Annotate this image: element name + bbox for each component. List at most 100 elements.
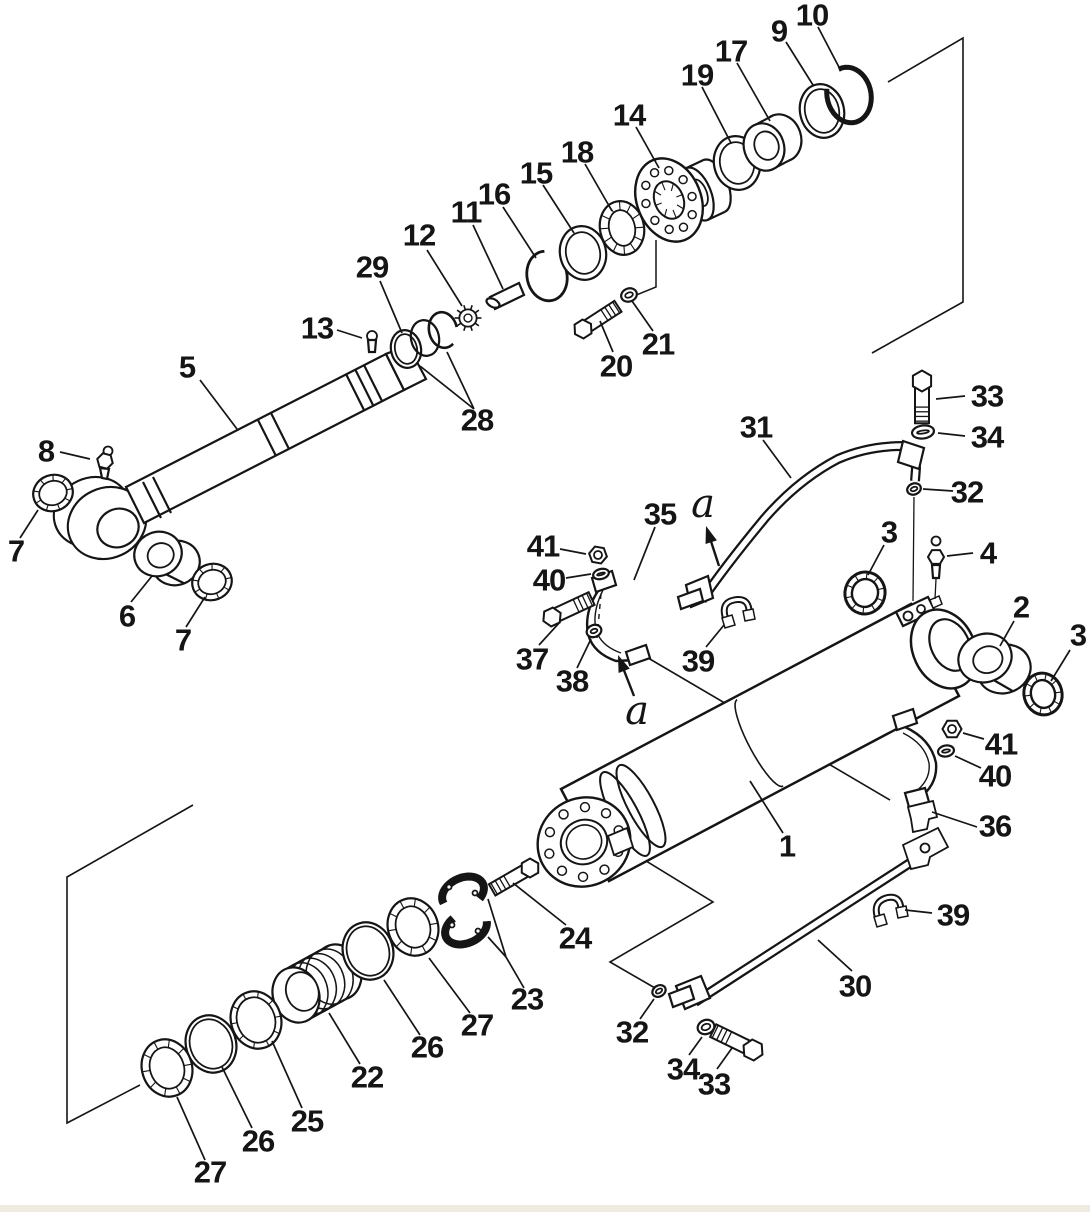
fitting-4-hex xyxy=(926,549,946,565)
bolt-20-thread xyxy=(600,309,609,321)
bearing-18-tick xyxy=(632,213,641,220)
bolt-37-thread xyxy=(581,594,589,609)
leader-line-17 xyxy=(419,365,475,410)
ring-27-left-tick xyxy=(183,1063,192,1067)
lock-washer-12-tooth xyxy=(469,325,473,332)
rod-thread-3 xyxy=(363,364,383,402)
part-label-9-1: 9 xyxy=(771,14,788,49)
leader-line-47 xyxy=(271,1040,303,1109)
leader-line-8 xyxy=(472,224,504,290)
leader-line-3 xyxy=(701,86,732,144)
section-arrow-a-top-head xyxy=(705,526,717,545)
flange-14-hole xyxy=(649,168,660,178)
part-label-7-14: 7 xyxy=(8,534,24,569)
ring-3-top-tick xyxy=(865,572,868,580)
snap-ring-16 xyxy=(525,249,569,303)
washer-21-inner xyxy=(624,291,634,299)
clamp-39-bottom-end-1 xyxy=(873,913,888,928)
seal-ring-7-right-tick xyxy=(216,592,220,599)
bearing-18-tick xyxy=(603,236,612,243)
ring-26-right-inner xyxy=(345,925,391,977)
rod-neck-line-2 xyxy=(152,476,172,514)
seal-ring-7-left-inner xyxy=(38,479,68,507)
part-label-40-27: 40 xyxy=(533,563,565,598)
leader-line-5 xyxy=(584,163,613,212)
bottom-flange-hole xyxy=(544,826,556,838)
ring-27-left-tick xyxy=(167,1039,170,1048)
part-label-10-0: 10 xyxy=(796,0,828,33)
ring-3-top-tick xyxy=(846,584,854,589)
washer-40-bottom-inner xyxy=(941,748,951,754)
part-label-32-23: 32 xyxy=(951,475,983,510)
seal-ring-7-left-tick xyxy=(66,488,73,491)
seal-ring-7-left-tick xyxy=(61,477,67,484)
flange-14-thread xyxy=(676,194,683,198)
bearing-18-tick xyxy=(635,226,645,229)
bolt-33-bottom-thread xyxy=(724,1031,733,1045)
leader-line-38 xyxy=(931,811,978,828)
leader-line-49 xyxy=(176,1096,206,1161)
leader-line-1 xyxy=(785,41,814,86)
part-label-7-16: 7 xyxy=(175,623,191,658)
ring-3-top-tick xyxy=(851,603,857,610)
ring-25-tick xyxy=(242,993,247,1000)
clamp-39-bottom-fill xyxy=(874,895,903,922)
ring-32-top-inner xyxy=(909,485,919,493)
bolt-33-top-shaft xyxy=(914,386,930,425)
panel-top-right xyxy=(871,36,964,354)
ring-25-inner xyxy=(235,996,277,1044)
leader-line-29 xyxy=(565,573,592,579)
part-label-41-36: 41 xyxy=(985,727,1018,762)
bushing-17-bore xyxy=(753,130,780,161)
bolt-33-bottom-head xyxy=(742,1038,764,1062)
leader-line-23 xyxy=(922,488,954,492)
seal-ring-7-left-tick xyxy=(45,504,49,511)
snap-ring-28b xyxy=(427,310,458,350)
ring-27-right-tick xyxy=(421,945,427,954)
leader-line-36 xyxy=(954,755,982,769)
ring-25-tick xyxy=(238,1035,244,1041)
seal-ring-7-left-tick xyxy=(33,490,40,493)
band-clamp-36-inner xyxy=(902,732,930,793)
collar-23-upper-hole-1 xyxy=(445,883,453,891)
ring-27-left-tick xyxy=(143,1053,152,1059)
ring-27-right-tick xyxy=(410,947,413,956)
ring-27-left-tick xyxy=(177,1047,185,1055)
flange-14-mount-line xyxy=(633,240,657,297)
gland-port-1 xyxy=(902,610,914,622)
part-label-25-47: 25 xyxy=(291,1104,324,1139)
flange-14-hole xyxy=(664,165,674,176)
ring-27-left-tick xyxy=(175,1086,181,1095)
leader-line-35 xyxy=(962,732,985,740)
part-label-34-51: 34 xyxy=(667,1052,701,1087)
bolt-37-thread xyxy=(577,597,585,611)
ring-3-top-tick xyxy=(873,576,879,583)
tube-30-fill xyxy=(693,858,915,1005)
seal-ring-7-left-tick xyxy=(35,499,42,504)
part-label-20-18: 20 xyxy=(600,349,632,384)
fitting-4-stem xyxy=(930,563,942,580)
scan-edge-strip xyxy=(0,1205,1090,1212)
leader-line-33 xyxy=(999,620,1015,647)
lock-washer-12-tooth xyxy=(456,309,462,314)
part-label-4-29: 4 xyxy=(980,536,998,571)
leader-line-21 xyxy=(935,395,966,400)
bolt-33-bottom-thread xyxy=(711,1025,719,1039)
ring-26-left-inner xyxy=(188,1018,234,1070)
ring-3-right-tick xyxy=(1024,694,1032,697)
rod-thread-1 xyxy=(345,373,365,411)
part-label-27-49: 27 xyxy=(194,1155,226,1190)
snap-ring-10 xyxy=(824,64,874,126)
lock-washer-12-tooth xyxy=(474,309,480,314)
lock-washer-12-tooth xyxy=(463,304,467,311)
leader-line-41 xyxy=(512,882,567,926)
piston-rod-body xyxy=(124,352,406,525)
ring-3-right-tick xyxy=(1053,700,1061,706)
leader-line-6 xyxy=(542,184,575,234)
leader-line-37 xyxy=(749,780,784,834)
bolt-37-thread xyxy=(585,592,594,607)
part-label-41-26: 41 xyxy=(527,529,560,564)
rod-seam-1 xyxy=(257,419,277,457)
ring-27-right-tick xyxy=(429,922,438,926)
